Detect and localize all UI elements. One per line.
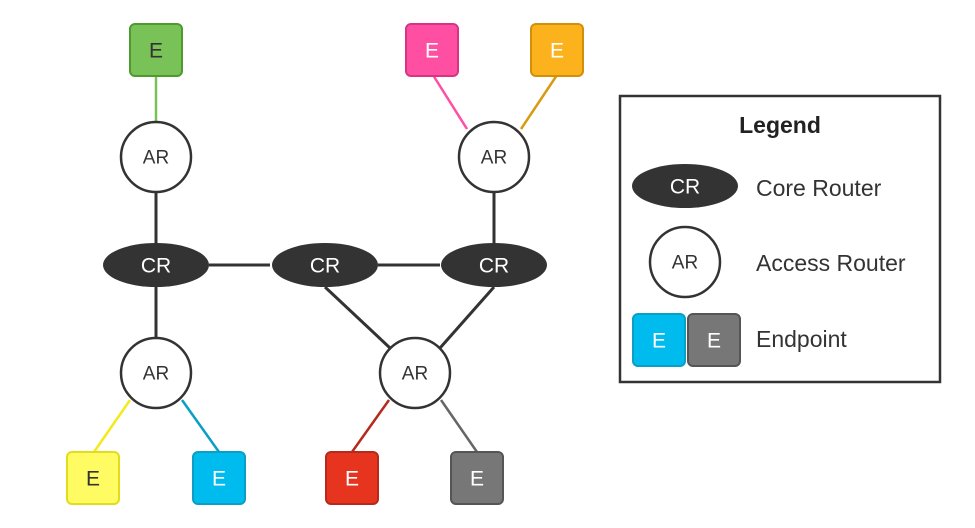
access-router-label: AR	[143, 148, 169, 169]
endpoint-yellow: E	[66, 451, 120, 505]
legend-core-router-symbol: CR	[632, 164, 738, 208]
router-links	[154, 191, 496, 350]
endpoint-label: E	[550, 40, 564, 63]
access-router-label: AR	[402, 364, 428, 385]
endpoint-red: E	[325, 451, 379, 505]
core-router-label: CR	[141, 255, 171, 278]
endpoint-pink: E	[405, 23, 459, 77]
link-pink-endpoint	[431, 74, 469, 130]
link-cr-right-to-ar-bottom-middle	[438, 286, 496, 349]
legend-core-router-label: Core Router	[756, 175, 882, 201]
endpoint-cyan: E	[192, 451, 246, 505]
endpoint-label: E	[425, 40, 439, 63]
endpoint-orange: E	[530, 23, 584, 77]
access-router-top-right: AR	[457, 120, 531, 194]
link-yellow-endpoint	[92, 399, 132, 453]
core-router-right: CR	[441, 243, 547, 287]
core-router-left: CR	[103, 243, 209, 287]
core-router-label: CR	[310, 255, 340, 278]
legend-core-router-symbol-label: CR	[670, 176, 700, 199]
legend-access-router-label: Access Router	[756, 250, 906, 276]
legend-endpoint-symbol-gray: E	[687, 313, 741, 367]
endpoint-label: E	[86, 468, 100, 491]
legend-title: Legend	[739, 112, 821, 138]
legend-access-router-symbol-label: AR	[672, 253, 698, 274]
legend-access-router-symbol: AR	[648, 225, 722, 299]
legend-endpoint-label: Endpoint	[756, 326, 847, 352]
access-router-label: AR	[143, 364, 169, 385]
access-router-bottom-middle: AR	[378, 336, 452, 410]
endpoint-label: E	[149, 40, 163, 63]
endpoint-green: E	[129, 23, 183, 77]
core-router-label: CR	[479, 255, 509, 278]
endpoint-gray: E	[450, 451, 504, 505]
endpoint-label: E	[212, 468, 226, 491]
endpoint-label: E	[345, 468, 359, 491]
link-cyan-endpoint	[180, 399, 221, 453]
link-cr-middle-to-ar-bottom-middle	[323, 285, 392, 350]
link-gray-endpoint	[439, 399, 479, 453]
access-router-label: AR	[481, 148, 507, 169]
access-router-top-left: AR	[119, 120, 193, 194]
legend: Legend CR Core Router AR Access Router E…	[618, 94, 942, 384]
access-router-bottom-left: AR	[119, 336, 193, 410]
link-red-endpoint	[350, 399, 391, 453]
core-router-middle: CR	[272, 243, 378, 287]
endpoint-links	[92, 74, 559, 453]
link-orange-endpoint	[519, 74, 559, 130]
legend-endpoint-symbol-cyan: E	[632, 313, 686, 367]
endpoint-label: E	[470, 468, 484, 491]
legend-endpoint-symbol-label: E	[707, 330, 721, 353]
legend-endpoint-symbol-label: E	[652, 330, 666, 353]
